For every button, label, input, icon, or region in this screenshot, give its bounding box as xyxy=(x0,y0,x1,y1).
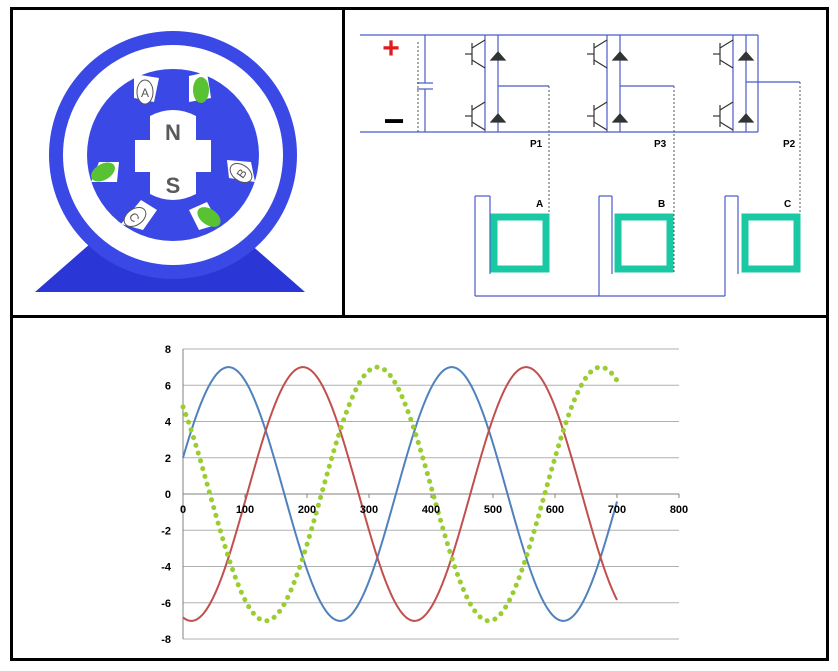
phase-label-p3: P3 xyxy=(654,139,667,150)
x-tick-label: 0 xyxy=(180,504,186,516)
motor-panel: N S A B C xyxy=(10,7,345,318)
coil-c-end xyxy=(123,206,147,228)
x-tick-label: 100 xyxy=(236,504,254,516)
y-tick-label: 8 xyxy=(165,344,171,356)
chart-grid xyxy=(182,348,680,640)
chart-ticks: 8 6 4 2 0 -2 -4 -6 -8 0 100 200 300 400 500 600 700 800 xyxy=(161,344,688,646)
y-tick-label: -4 xyxy=(161,562,172,574)
rotor-north-label: N xyxy=(165,120,181,145)
phase-label-p1: P1 xyxy=(530,139,543,150)
x-tick-label: 600 xyxy=(546,504,564,516)
winding-b xyxy=(614,213,674,273)
y-tick-label: -6 xyxy=(161,598,171,610)
igbt-bottom-2 xyxy=(713,101,755,131)
winding-label-b: B xyxy=(658,199,665,210)
series-line-3 xyxy=(180,364,620,624)
coil-a-label: A xyxy=(141,86,149,100)
chart-series-group xyxy=(180,364,620,624)
x-tick-label: 800 xyxy=(670,504,688,516)
igbt-top-3 xyxy=(587,39,629,69)
winding-label-c: C xyxy=(784,199,791,210)
phase-label-p2: P2 xyxy=(783,139,796,150)
coil-green-end xyxy=(197,207,221,227)
winding-label-a: A xyxy=(536,199,543,210)
y-tick-label: 4 xyxy=(165,417,172,429)
y-tick-label: -8 xyxy=(161,634,171,646)
inverter-circuit: + − P1 P3 P2 A B C xyxy=(360,32,801,297)
y-tick-label: -2 xyxy=(161,525,171,537)
dc-plus-symbol: + xyxy=(382,32,400,65)
coil-green-end xyxy=(91,162,115,182)
winding-c xyxy=(741,213,801,273)
motor-diagram: N S A B C xyxy=(35,31,305,292)
series-line-2 xyxy=(182,366,618,622)
x-tick-label: 400 xyxy=(422,504,440,516)
x-tick-label: 700 xyxy=(608,504,626,516)
coil-a-end xyxy=(136,79,154,105)
y-tick-label: 2 xyxy=(165,453,171,465)
chart-panel: 8 6 4 2 0 -2 -4 -6 -8 0 100 200 300 400 500 600 700 800 xyxy=(10,315,829,661)
x-tick-label: 300 xyxy=(360,504,378,516)
circuit-panel: + − P1 P3 P2 A B C xyxy=(342,7,829,318)
y-tick-label: 0 xyxy=(165,489,171,501)
igbt-bottom-3 xyxy=(587,101,629,131)
series-line-1 xyxy=(182,366,618,622)
igbt-bottom-1 xyxy=(465,101,507,131)
rotor xyxy=(135,110,211,200)
igbt-top-1 xyxy=(465,39,507,69)
x-tick-label: 200 xyxy=(298,504,316,516)
coil-green-end xyxy=(193,77,209,103)
x-tick-label: 500 xyxy=(484,504,502,516)
y-tick-label: 6 xyxy=(165,380,171,392)
igbt-top-2 xyxy=(713,39,755,69)
winding-a xyxy=(490,213,550,273)
coil-b-end xyxy=(229,162,253,184)
rotor-south-label: S xyxy=(166,173,181,198)
three-phase-chart: 8 6 4 2 0 -2 -4 -6 -8 0 100 200 300 400 500 600 700 800 xyxy=(161,344,688,646)
dc-minus-symbol: − xyxy=(383,100,404,141)
